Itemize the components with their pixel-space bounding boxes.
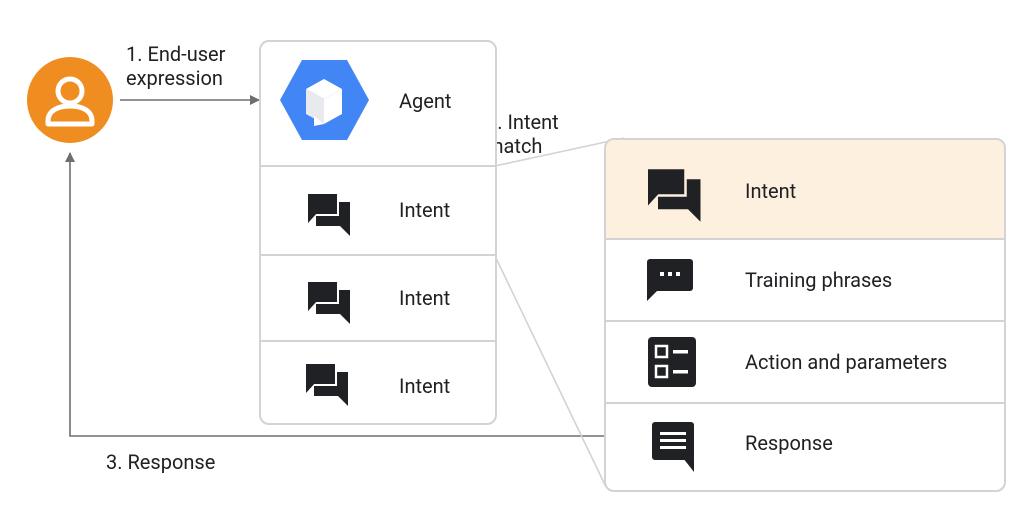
chat-bubbles-icon: [302, 360, 350, 406]
zoom-line-bottom: [494, 255, 607, 488]
intent-label: Intent: [399, 374, 451, 398]
detail-intent-label: Intent: [745, 179, 797, 203]
divider: [606, 238, 1004, 240]
divider: [261, 165, 495, 167]
chat-ellipsis-icon: [646, 258, 694, 302]
intent-label: Intent: [399, 198, 451, 222]
zoom-line-top: [494, 137, 625, 167]
chat-bubbles-icon: [304, 278, 352, 324]
chat-bubbles-icon: [304, 190, 352, 236]
step-3-label: 3. Response: [106, 450, 216, 474]
agent-box: [259, 40, 497, 425]
arrow-response-to-user: [65, 152, 606, 437]
step-1-label: 1. End-user expression: [126, 42, 226, 90]
action-parameters-label: Action and parameters: [745, 350, 948, 374]
divider: [606, 402, 1004, 404]
response-label: Response: [745, 431, 833, 455]
intent-label: Intent: [399, 286, 451, 310]
dialogflow-logo-icon: [280, 60, 369, 140]
divider: [261, 340, 495, 342]
user-avatar-icon: [27, 57, 113, 143]
chat-bubbles-icon: [643, 164, 703, 222]
checklist-icon: [647, 336, 697, 388]
divider: [606, 320, 1004, 322]
training-phrases-label: Training phrases: [745, 268, 893, 292]
message-text-icon: [651, 421, 695, 473]
divider: [261, 254, 495, 256]
agent-label: Agent: [399, 89, 452, 113]
